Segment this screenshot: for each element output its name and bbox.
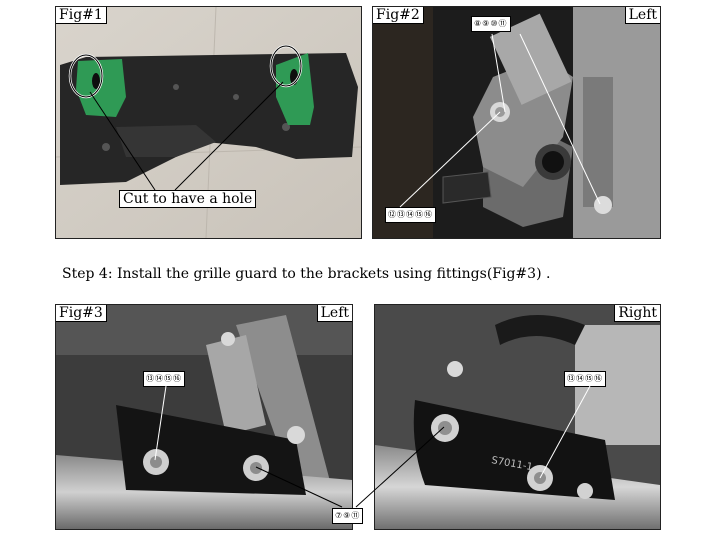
fig2-fittings-top: ⑧⑨⑩⑪ bbox=[471, 16, 511, 32]
fig3-left-photo: Fig#3 Left ⑬⑭⑮⑯ bbox=[55, 304, 353, 530]
fig1-callout: Cut to have a hole bbox=[119, 190, 257, 208]
fig1-label: Fig#1 bbox=[56, 7, 107, 24]
fig1-photo: Fig#1 Cut to have a hole bbox=[55, 6, 362, 239]
fig3-label: Fig#3 bbox=[56, 305, 107, 322]
fig3-left-fittings: ⑬⑭⑮⑯ bbox=[143, 371, 185, 387]
fig3-left-side-label: Left bbox=[316, 305, 352, 322]
step4-instruction: Step 4: Install the grille guard to the … bbox=[62, 266, 551, 282]
fig3-right-illustration: S7011-1 bbox=[375, 305, 660, 529]
fig2-illustration bbox=[373, 7, 660, 238]
fig3-right-side-label: Right bbox=[614, 305, 660, 322]
fig3-shared-fittings: ⑦⑨⑪ bbox=[332, 508, 364, 524]
fig3-right-photo: S7011-1 Right ⑬⑭⑮⑯ bbox=[374, 304, 661, 530]
fig2-fittings-bottom: ⑫⑬⑭⑮⑯ bbox=[385, 207, 436, 223]
fig3-right-fittings: ⑬⑭⑮⑯ bbox=[564, 371, 606, 387]
fig2-side-label: Left bbox=[624, 7, 660, 24]
fig2-label: Fig#2 bbox=[373, 7, 424, 24]
fig3-left-illustration bbox=[56, 305, 352, 529]
fig2-photo: Fig#2 Left ⑧⑨⑩⑪ ⑫⑬⑭⑮⑯ bbox=[372, 6, 661, 239]
